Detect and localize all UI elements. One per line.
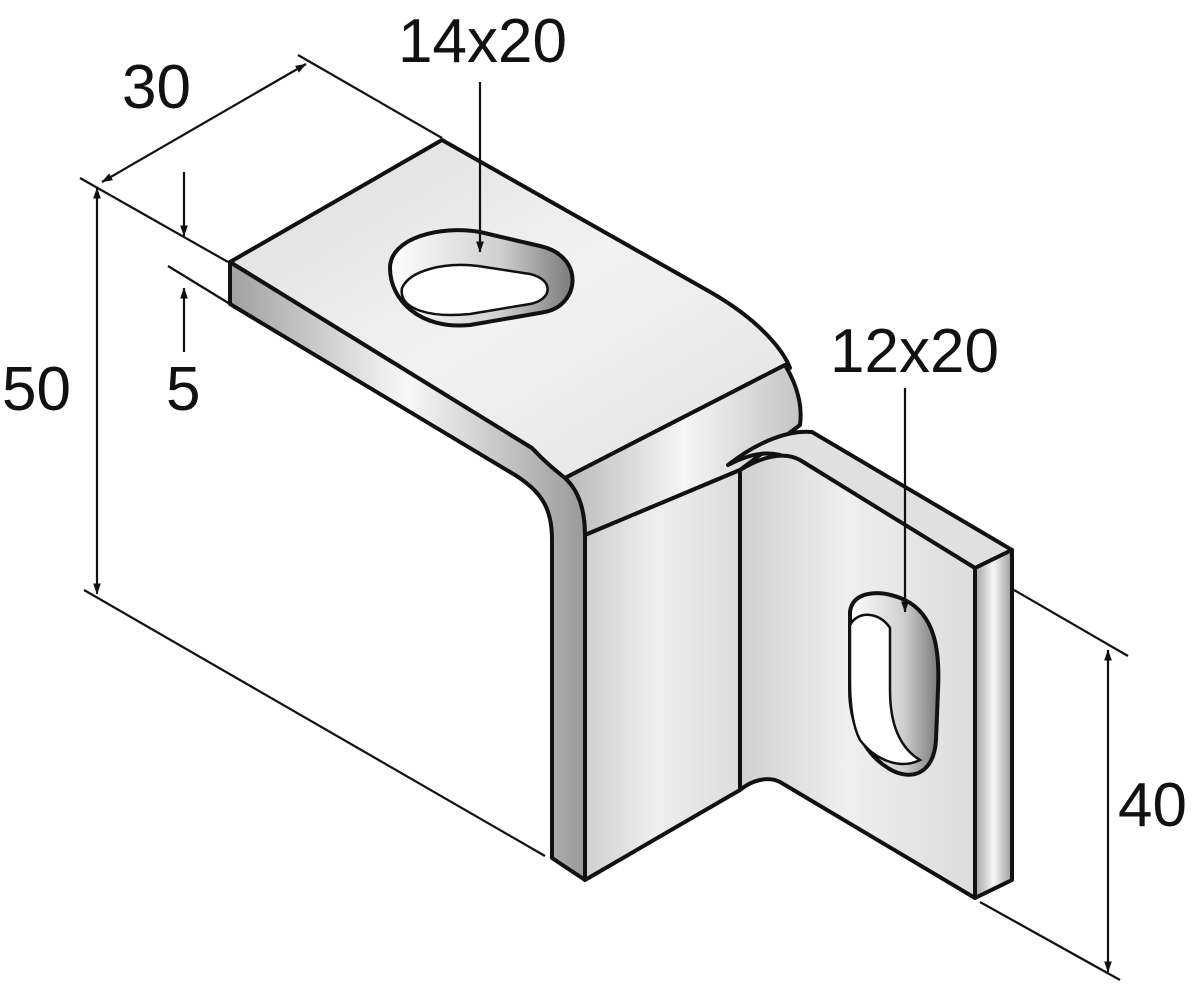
- label-width: 30: [122, 53, 191, 122]
- front-face: [583, 468, 742, 882]
- extension-lines: [79, 54, 1129, 981]
- bracket-part: [228, 138, 1014, 900]
- top-slot-inner: [400, 263, 549, 317]
- dimension-labels: 30 5 50 14x20 12x20 40: [2, 7, 1187, 840]
- dim-line-width: [101, 63, 307, 183]
- label-top-slot: 14x20: [398, 7, 567, 76]
- side-flange-edge: [973, 548, 1014, 900]
- label-height: 50: [2, 355, 71, 424]
- label-side-height: 40: [1118, 771, 1187, 840]
- side-slot-inner: [848, 613, 923, 766]
- dimension-lines: [93, 63, 1112, 973]
- label-thickness: 5: [166, 355, 200, 424]
- label-side-slot: 12x20: [830, 317, 999, 386]
